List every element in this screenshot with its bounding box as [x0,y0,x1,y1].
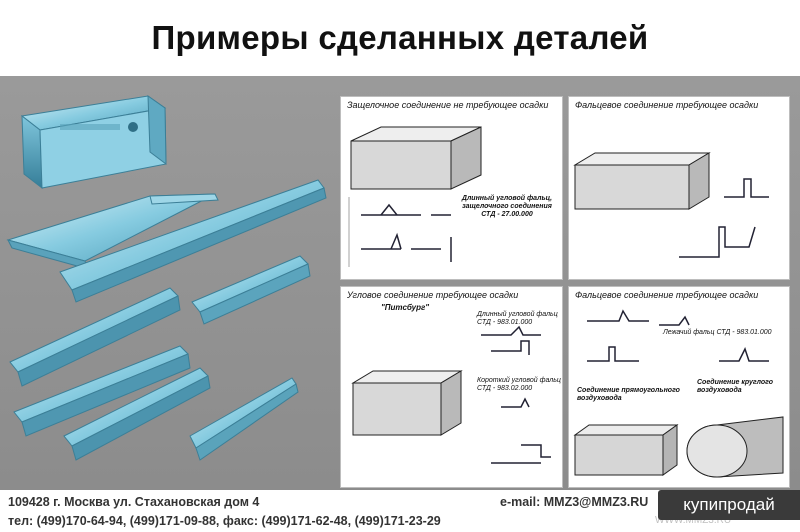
panel-corner-joint-title: Угловое соединение требующее осадки [347,290,519,300]
low-channel-part [13,345,191,437]
corner-joint-note-1: Длинный угловой фальц СТД - 983.01.000 [477,311,558,327]
page-title: Примеры сделанных деталей [151,19,649,56]
panel-corner-joint-subtitle: "Питсбург" [381,303,430,312]
corner-joint-duct-drawing [351,325,551,464]
panel-corner-joint: Угловое соединение требующее осадки "Пит… [340,286,563,488]
u-channel-part [20,95,167,190]
bottom-channel-part [63,367,211,461]
short-channel-part [191,255,311,325]
corner-joint-note-2: Короткий угловой фальц СТД - 983.02.000 [477,377,561,393]
panel-seam-joint-top: Фальцевое соединение требующее осадки [568,96,790,280]
panel-seam-joint-bottom: Фальцевое соединение требующее осадки Ле… [568,286,790,488]
panel-seam-joint-bottom-title: Фальцевое соединение требующее осадки [575,290,759,300]
metal-parts-photo [6,95,327,461]
long-channel-part [59,179,327,303]
round-duct-note: Соединение круглого воздуховода [697,379,774,395]
rect-duct-note: Соединение прямоугольного воздуховода [577,387,680,403]
brand-badge[interactable]: купипродай [658,490,800,520]
seam-joint-ducts-drawing [573,309,784,478]
panel-snap-joint-title: Защелочное соединение не требующее осадк… [347,100,549,110]
panel-seam-joint-top-title: Фальцевое соединение требующее осадки [575,100,759,110]
panel-snap-joint: Защелочное соединение не требующее осадк… [340,96,563,280]
snap-joint-duct-drawing [348,126,482,267]
footer-watermark: WWW.MMZ3.RU [655,515,732,526]
photo-area: Защелочное соединение не требующее осадк… [0,76,800,490]
footer-address: 109428 г. Москва ул. Стахановская дом 4 [8,495,260,509]
mid-channel-part [9,287,181,387]
footer-email[interactable]: e-mail: MMZ3@MMZ3.RU [500,495,649,509]
seam-joint-duct-drawing [573,152,769,258]
snap-joint-note: Длинный угловой фальц, защелочного соеди… [461,195,553,219]
angle-part [189,377,299,461]
lying-seam-note: Лежачий фальц СТД - 983.01.000 [663,329,772,336]
footer-phones: тел: (499)170-64-94, (499)171-09-88, фак… [8,514,441,528]
